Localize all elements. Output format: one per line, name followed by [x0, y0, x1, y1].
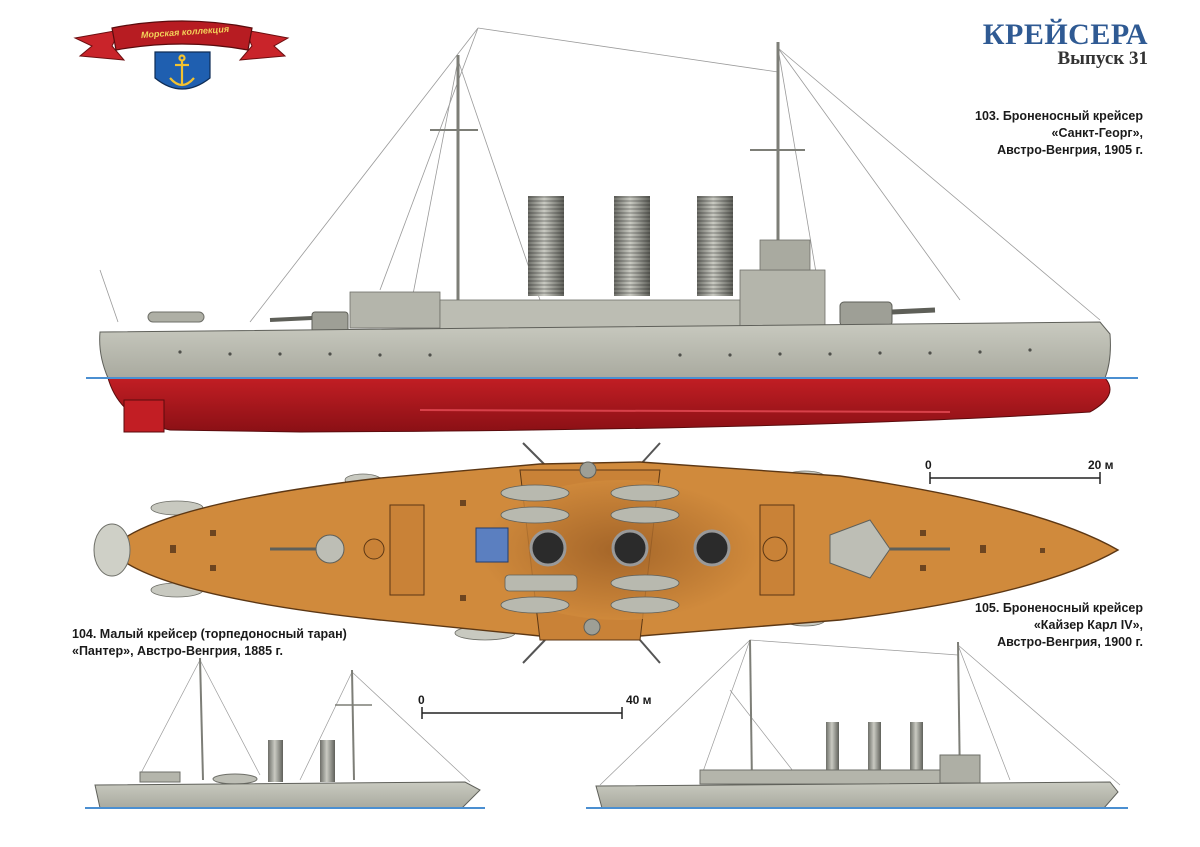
caption-ship-105-line2: «Кайзер Карл IV», [1033, 618, 1143, 632]
caption-ship-103: 103. Броненосный крейсер «Санкт-Георг», … [975, 108, 1143, 159]
caption-ship-104-line2: «Пантер», Австро-Венгрия, 1885 г. [72, 644, 283, 658]
anchor-icon [169, 54, 195, 87]
caption-ship-103-line2: «Санкт-Георг», [1051, 126, 1143, 140]
caption-ship-103-line1: 103. Броненосный крейсер [975, 109, 1143, 123]
issue-number: Выпуск 31 [1057, 48, 1148, 69]
scale-top-end: 20 м [1088, 458, 1114, 472]
caption-ship-104-line1: 104. Малый крейсер (торпедоносный таран) [72, 627, 347, 641]
scale-bar-top [929, 472, 1101, 484]
caption-ship-105-line3: Австро-Венгрия, 1900 г. [997, 635, 1143, 649]
ship-105-profile [586, 639, 1128, 809]
ship-105-deck-plan [93, 442, 1120, 664]
caption-ship-104: 104. Малый крейсер (торпедоносный таран)… [72, 626, 347, 660]
scale-bottom-end: 40 м [626, 693, 652, 707]
caption-ship-105: 105. Броненосный крейсер «Кайзер Карл IV… [975, 600, 1143, 651]
collection-logo [73, 20, 290, 90]
ship-103-profile [86, 27, 1138, 433]
scale-bottom-start: 0 [418, 693, 425, 707]
caption-ship-105-line1: 105. Броненосный крейсер [975, 601, 1143, 615]
page-title: КРЕЙСЕРА [982, 18, 1148, 51]
scale-top-start: 0 [925, 458, 932, 472]
caption-ship-103-line3: Австро-Венгрия, 1905 г. [997, 143, 1143, 157]
scale-bar-bottom [421, 707, 623, 719]
ship-104-profile [85, 657, 485, 809]
